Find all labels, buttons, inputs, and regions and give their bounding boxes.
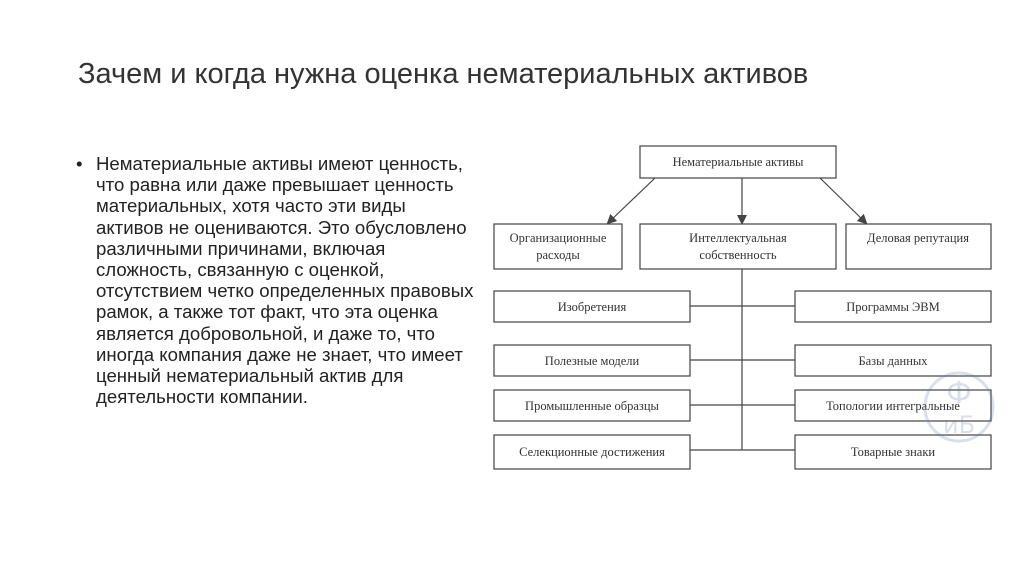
- goodwill-node: Деловая репутация: [845, 223, 992, 270]
- left-item-inventions: Изобретения: [493, 290, 691, 323]
- org-expenses-label-1: Организационные: [510, 231, 607, 245]
- root-node: Нематериальные активы: [639, 145, 837, 179]
- arrow-to-org-expenses: [606, 177, 656, 225]
- right-item-trademarks: Товарные знаки: [794, 434, 992, 470]
- left-item-breeding-achievements: Селекционные достижения: [493, 434, 691, 470]
- bullet-paragraph: • Нематериальные активы имеют ценность, …: [76, 153, 476, 407]
- bullet-marker: •: [76, 153, 83, 174]
- bullet-text: Нематериальные активы имеют ценность, чт…: [96, 153, 474, 408]
- org-expenses-node: Организационные расходы: [493, 223, 623, 270]
- right-item-label: Товарные знаки: [851, 445, 935, 459]
- watermark-top-letter: Ф: [946, 376, 972, 411]
- right-item-computer-programs: Программы ЭВМ: [794, 290, 992, 323]
- ip-label-1: Интеллектуальная: [689, 231, 787, 245]
- root-label: Нематериальные активы: [673, 155, 804, 169]
- watermark-bottom-letters: иБ: [943, 411, 975, 439]
- right-item-label: Базы данных: [858, 354, 928, 368]
- arrow-to-goodwill: [819, 177, 868, 225]
- slide-title: Зачем и когда нужна оценка нематериальны…: [78, 58, 809, 90]
- left-item-label: Полезные модели: [545, 354, 640, 368]
- org-expenses-label-2: расходы: [536, 248, 580, 262]
- goodwill-label: Деловая репутация: [867, 231, 969, 245]
- left-item-label: Промышленные образцы: [525, 399, 659, 413]
- left-item-label: Изобретения: [558, 300, 627, 314]
- right-item-label: Программы ЭВМ: [846, 300, 940, 314]
- left-item-utility-models: Полезные модели: [493, 344, 691, 377]
- ip-node: Интеллектуальная собственность: [639, 223, 837, 270]
- intangible-assets-diagram: Нематериальные активы Организационные ра…: [493, 145, 992, 470]
- right-item-databases: Базы данных: [794, 344, 992, 377]
- ip-label-2: собственность: [699, 248, 776, 262]
- left-item-industrial-designs: Промышленные образцы: [493, 389, 691, 422]
- right-item-ic-topologies: Топологии интегральные: [794, 389, 992, 422]
- left-item-label: Селекционные достижения: [519, 445, 665, 459]
- logo-watermark: Ф иБ: [923, 371, 995, 443]
- right-item-label: Топологии интегральные: [826, 399, 960, 413]
